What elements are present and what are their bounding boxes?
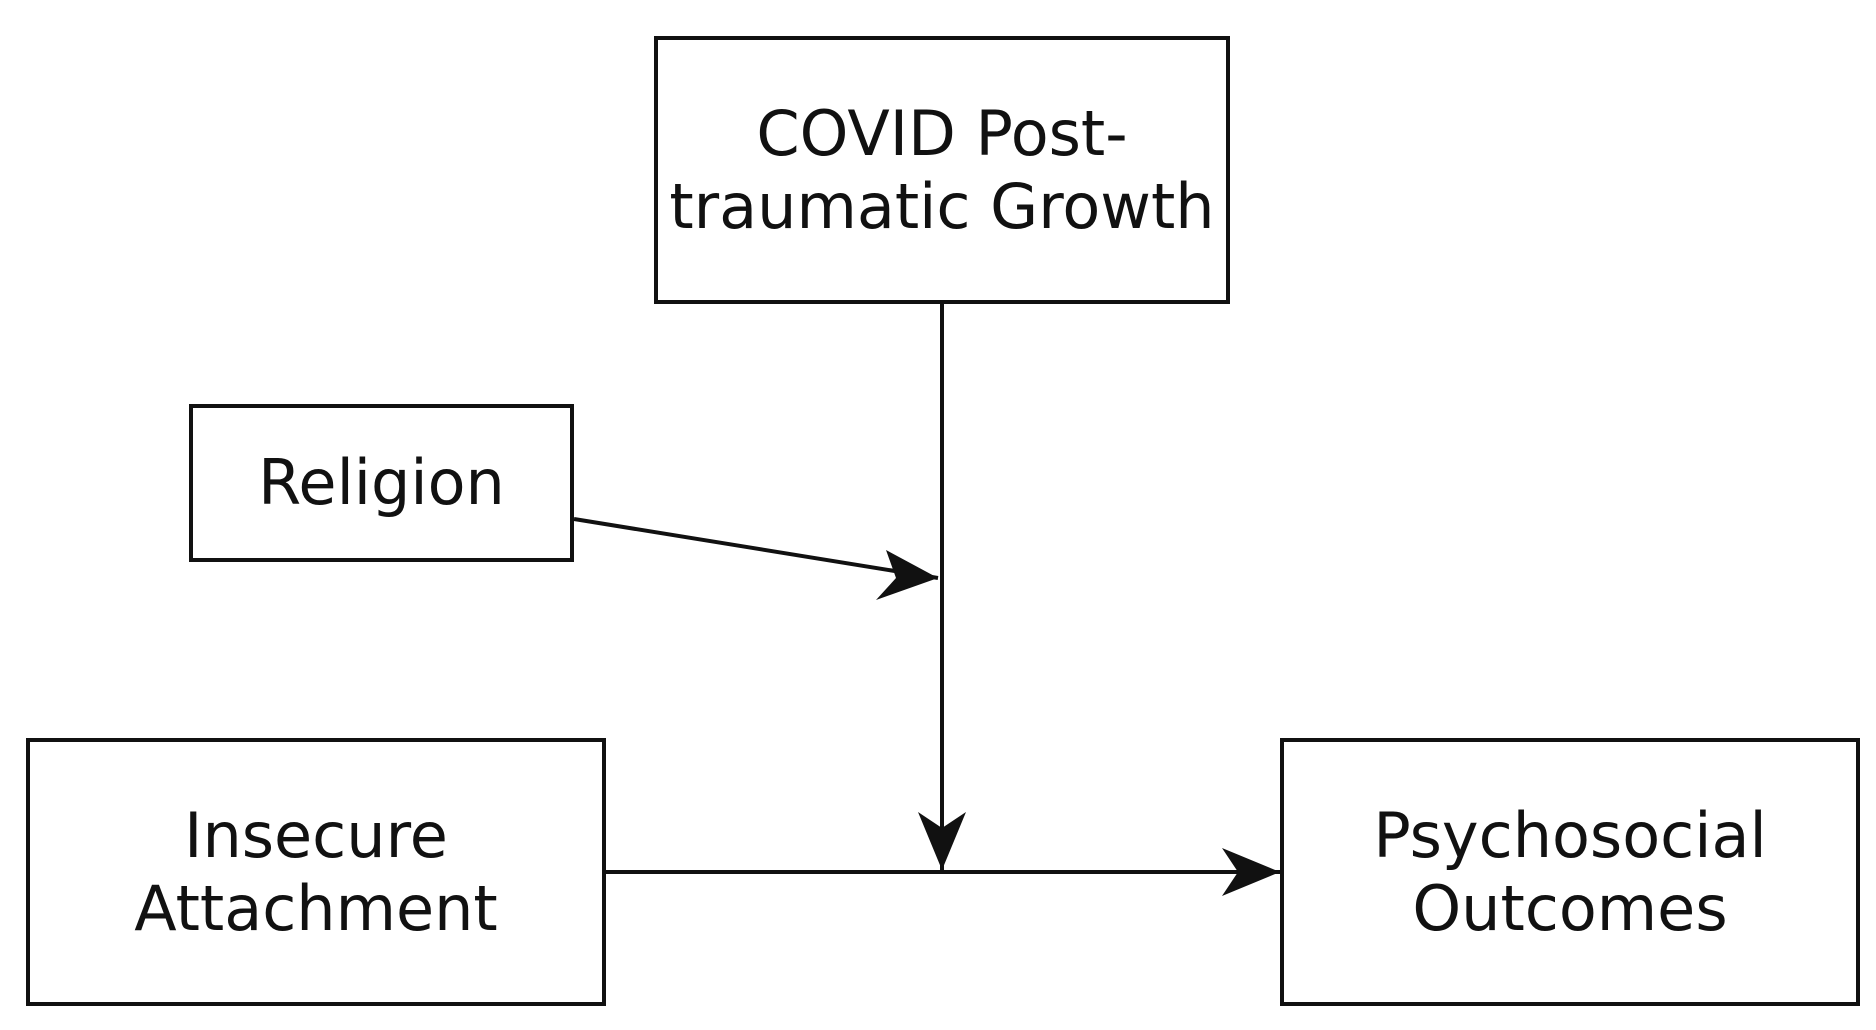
node-insecure-attachment: Insecure Attachment: [26, 738, 606, 1006]
arrow-religion-to-covid-path: [573, 517, 939, 580]
node-label-line-1: Insecure: [184, 798, 448, 872]
arrowhead-covid: [918, 812, 966, 870]
node-label-line-1: Psychosocial: [1373, 798, 1767, 872]
node-label-line-2: Outcomes: [1412, 872, 1728, 945]
node-label-line-2: Attachment: [134, 872, 498, 945]
arrowhead-religion: [876, 550, 938, 600]
node-label-line-1: COVID Post-: [756, 96, 1128, 170]
node-label-line-2: traumatic Growth: [669, 170, 1215, 243]
node-psychosocial-outcomes: Psychosocial Outcomes: [1280, 738, 1860, 1006]
node-label-line-1: Religion: [258, 446, 505, 520]
node-religion: Religion: [189, 404, 574, 562]
node-covid-posttraumatic-growth: COVID Post- traumatic Growth: [654, 36, 1230, 304]
arrowhead-outcomes: [1222, 848, 1280, 896]
